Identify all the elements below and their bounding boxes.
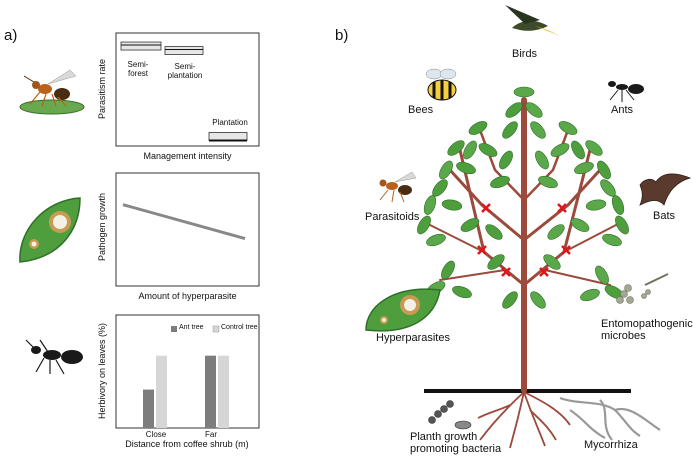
label-birds: Birds	[512, 48, 538, 60]
tree-leaf	[417, 215, 431, 235]
tree-leaf	[580, 288, 600, 302]
herbivory-xlabel: Distance from coffee shrub (m)	[125, 439, 249, 449]
label-mycorrhiza: Mycorrhiza	[584, 439, 638, 451]
tree-leaf	[530, 121, 546, 139]
herbivory-bar-close-0	[143, 389, 154, 428]
bird-icon	[505, 5, 560, 36]
parasitism-cat-plantation: Plantation	[212, 118, 248, 127]
bacteria-icon	[428, 400, 472, 430]
herbivory-bar-close-1	[156, 355, 167, 428]
interaction-mark	[477, 245, 487, 255]
wasp-on-leaf-icon	[19, 69, 85, 115]
tree-leaf	[478, 143, 498, 157]
tree-leaf	[538, 175, 558, 189]
parasitism-cat-semi-forest: Semi- forest	[127, 60, 149, 78]
legend-label-ant-tree: Ant tree	[179, 324, 204, 331]
roots	[477, 391, 571, 449]
tree-leaf	[499, 150, 513, 170]
tree-leaf	[595, 265, 609, 285]
tree-leaf	[441, 199, 463, 211]
label-plant-growth-bacteria: Planth growth promoting bacteria	[410, 431, 502, 455]
interaction-mark	[557, 203, 567, 213]
tree-leaf	[468, 121, 488, 135]
parasitoid-wasp-icon	[379, 171, 417, 203]
tree-leaf	[441, 260, 455, 280]
legend-label-control-tree: Control tree	[221, 324, 258, 331]
tree-leaf	[585, 140, 603, 156]
label-parasitoids: Parasitoids	[365, 211, 420, 223]
interaction-mark	[561, 245, 571, 255]
label-hyperparasites: Hyperparasites	[376, 332, 450, 344]
parasitism-xlabel: Management intensity	[143, 151, 232, 161]
panel-b-label: b)	[335, 27, 349, 44]
interaction-mark	[539, 267, 549, 277]
interaction-mark	[481, 203, 491, 213]
tree-leaf	[490, 175, 510, 189]
tree-leaf	[535, 150, 549, 170]
tree-leaf	[426, 233, 446, 247]
tree-leaf	[547, 224, 565, 240]
hyperparasite-leaf-icon	[365, 288, 441, 332]
tree-leaf	[447, 140, 465, 156]
tree-leaf	[485, 224, 503, 240]
legend-swatch-ant-tree	[171, 326, 177, 332]
tree-leaf	[502, 121, 518, 139]
tree-leaf	[611, 195, 625, 215]
tree-leaf	[570, 218, 590, 232]
pathogen-trend-line	[122, 203, 246, 240]
tree-leaf	[513, 86, 535, 98]
pathogen-plot-frame	[115, 172, 260, 287]
tree-leaf	[585, 199, 607, 211]
interaction-marks	[477, 203, 571, 277]
tree-leaf	[439, 160, 453, 180]
label-bats: Bats	[653, 210, 676, 222]
tree-leaf	[602, 233, 622, 247]
interaction-mark	[501, 267, 511, 277]
tree-leaf	[423, 195, 437, 215]
tree-leaf	[460, 218, 480, 232]
herbivory-cat-far: Far	[205, 430, 217, 439]
panel-a-label: a)	[4, 27, 18, 44]
mycorrhiza-network	[559, 396, 661, 441]
tree-leaf	[456, 161, 476, 175]
herbivory-bar-far-1	[218, 355, 229, 428]
tree-leaf	[550, 143, 570, 157]
label-bees: Bees	[408, 104, 434, 116]
legend-swatch-control-tree	[212, 325, 220, 333]
parasitism-bar-1	[164, 46, 204, 55]
tree-leaf	[487, 254, 505, 270]
bee-icon	[425, 68, 457, 101]
tree-leaf	[558, 121, 578, 135]
herbivory-cat-close: Close	[145, 430, 167, 439]
label-entomopathogenic-microbes: Entomopathogenic microbes	[601, 318, 693, 342]
herbivory-plot-frame	[115, 314, 260, 429]
parasitism-cat-semi-plantation: Semi- plantation	[167, 62, 203, 80]
tree-leaf	[525, 102, 543, 118]
label-ants: Ants	[611, 104, 634, 116]
tree-leaf	[615, 215, 629, 235]
tree-leaf	[571, 140, 585, 160]
parasitism-plot-frame	[115, 32, 260, 147]
parasitism-bar-0	[120, 41, 162, 51]
tree-leaf	[574, 161, 594, 175]
tree-leaf	[452, 285, 472, 299]
tree-leaf	[502, 291, 518, 309]
ant-icon-panel-b	[608, 81, 644, 102]
tree-leaf	[505, 102, 523, 118]
herbivory-bar-far-0	[205, 355, 216, 428]
tree-leaf	[530, 291, 546, 309]
bat-icon	[639, 173, 692, 206]
tree-leaf	[597, 160, 611, 180]
leaf-with-pathogen-icon	[19, 197, 81, 263]
tree-leaf	[543, 254, 561, 270]
entomopathogenic-microbes-icon	[616, 273, 669, 304]
tree-leaf	[463, 140, 477, 160]
pathogen-xlabel: Amount of hyperparasite	[138, 291, 237, 301]
ant-icon-panel-a	[25, 339, 83, 375]
